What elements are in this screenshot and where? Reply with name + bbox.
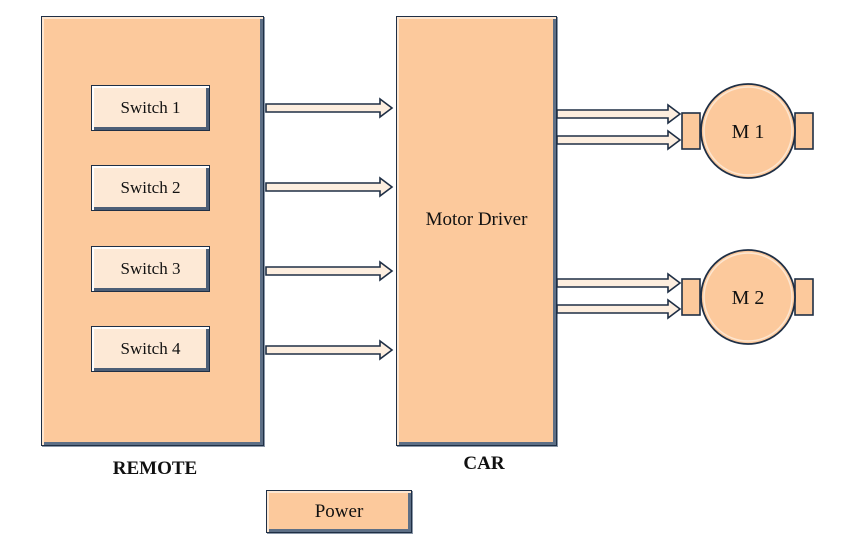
motor-1-label: M 1 (732, 121, 765, 143)
arrow-m2-b (556, 299, 681, 319)
switch-3-label: Switch 3 (120, 259, 181, 278)
motor-1-left-terminal (681, 112, 701, 150)
switch-4-label: Switch 4 (120, 339, 181, 358)
motor-driver-block (396, 16, 557, 446)
motor-1-body (700, 83, 796, 179)
arrow-switch-1 (265, 98, 393, 118)
motor-1-right-terminal (794, 112, 814, 150)
arrow-m2-a (556, 273, 681, 293)
motor-1 (681, 83, 814, 179)
motor-2-label: M 2 (732, 287, 765, 309)
motor-driver-label: Motor Driver (425, 209, 528, 230)
motor-2-right-terminal (794, 278, 814, 316)
switch-2-label: Switch 2 (120, 178, 181, 197)
car-label: CAR (463, 453, 505, 474)
switch-1-label: Switch 1 (120, 98, 181, 117)
arrow-switch-2 (265, 177, 393, 197)
arrow-switch-4 (265, 340, 393, 360)
switch-2-box: Switch 2 (91, 165, 210, 211)
power-block: Power (266, 490, 412, 533)
arrow-m1-a (556, 104, 681, 124)
power-label: Power (314, 500, 364, 522)
arrow-switch-3 (265, 261, 393, 281)
motor-2 (681, 249, 814, 345)
switch-1-box: Switch 1 (91, 85, 210, 131)
remote-label: REMOTE (112, 458, 198, 479)
arrow-m1-b (556, 130, 681, 150)
switch-4-box: Switch 4 (91, 326, 210, 372)
motor-2-left-terminal (681, 278, 701, 316)
switch-3-box: Switch 3 (91, 246, 210, 292)
motor-2-body (700, 249, 796, 345)
